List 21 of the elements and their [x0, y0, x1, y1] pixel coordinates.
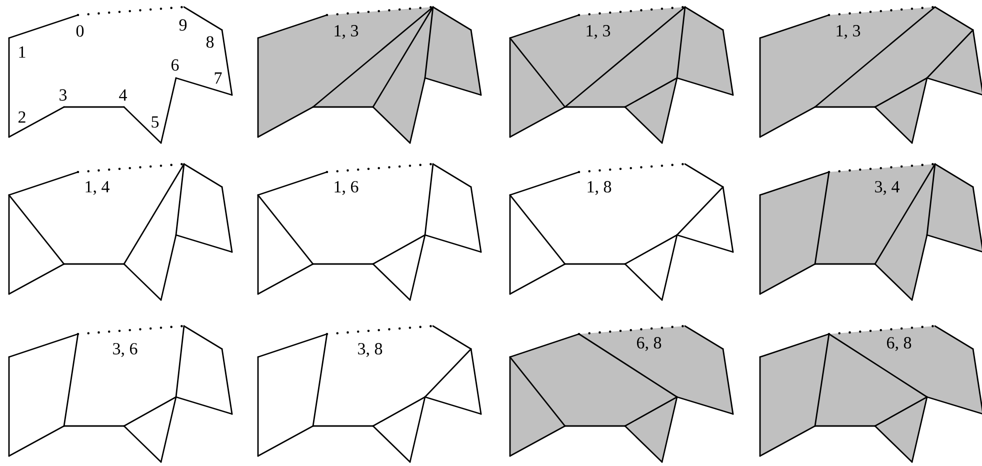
vertex-label: 6: [172, 59, 179, 71]
vertex-label: 5: [152, 116, 159, 128]
panel-label: 1, 8: [588, 181, 612, 195]
vertex-label: 9: [179, 19, 187, 31]
vertex-label: 4: [119, 89, 127, 101]
panel-label: 6, 8: [887, 337, 912, 351]
vertex-label: 2: [18, 111, 26, 123]
panel-label: 3, 4: [875, 181, 900, 195]
panel-label: 1, 3: [334, 25, 358, 39]
vertex-label: 3: [60, 89, 67, 101]
panel-label: 6, 8: [637, 337, 662, 351]
panel-label: 3, 8: [358, 343, 382, 357]
panel-label: 1, 6: [334, 181, 358, 195]
vertex-label: 7: [214, 72, 222, 84]
panel-label: 1, 4: [86, 181, 110, 195]
panel-label: 1, 3: [586, 25, 610, 39]
vertex-label: 8: [206, 36, 214, 48]
vertex-label: 1: [19, 46, 26, 58]
panel-label: 3, 6: [113, 343, 138, 357]
panel-label: 1, 3: [836, 25, 860, 39]
vertex-label: 0: [76, 25, 84, 37]
